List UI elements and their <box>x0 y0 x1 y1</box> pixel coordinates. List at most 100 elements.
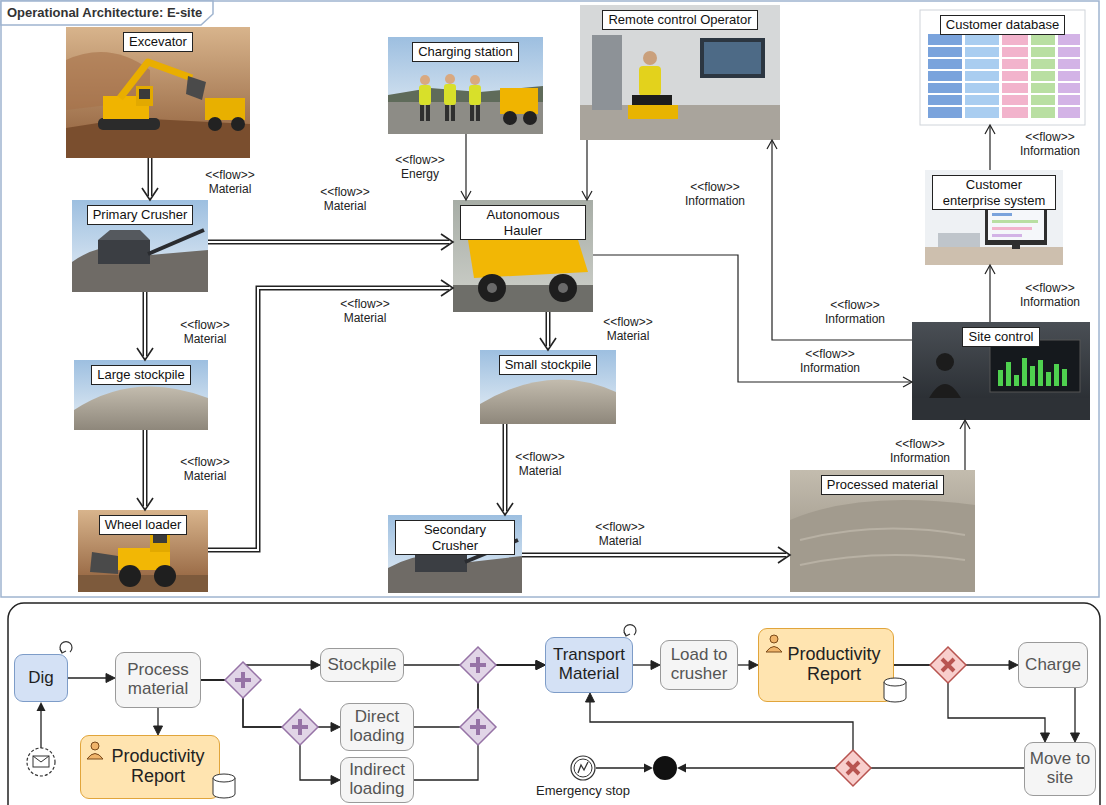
arrow-head <box>441 280 453 296</box>
arrow-head <box>461 191 471 200</box>
loop-marker <box>60 642 72 653</box>
site-control-photo <box>1062 369 1067 386</box>
double-line <box>208 240 449 245</box>
flow-label: <<flow>> Material <box>513 451 566 479</box>
charging-station-photo <box>523 111 537 125</box>
charging-station-photo <box>470 105 474 121</box>
remote-operator-photo <box>643 51 657 65</box>
machine-node: Wheel loader <box>78 510 208 592</box>
node-label: Primary Crusher <box>87 205 194 225</box>
wheel-loader-photo <box>119 565 141 587</box>
charging-node: Charging station <box>388 37 543 134</box>
excavator-photo <box>136 86 153 106</box>
primary-crusher-photo <box>72 200 208 292</box>
flow-connector <box>497 424 513 515</box>
loop-marker <box>60 642 72 652</box>
flow-connector <box>461 134 471 200</box>
remote-operator-photo <box>700 38 765 78</box>
crusher-node: Secondary Crusher <box>388 515 522 593</box>
message-start-event <box>27 748 55 776</box>
flow-label-holder: <<flow>> Information <box>683 181 747 209</box>
stockpile-node: Small stockpile <box>480 350 616 424</box>
report-task: Productivity Report <box>80 735 220 799</box>
connector-line <box>465 134 466 199</box>
enterprise-system-photo <box>992 227 1032 230</box>
charging-station-photo <box>445 105 449 121</box>
loop-marker <box>624 625 636 636</box>
node-label: Move to site <box>1027 750 1093 787</box>
message-start-event <box>40 711 41 748</box>
arrow-head <box>1041 733 1050 742</box>
connector-line <box>1074 688 1075 734</box>
connector-line <box>590 701 1024 768</box>
flow-label-holder: <<flow>> Material <box>513 451 566 479</box>
excavator-photo <box>231 117 245 131</box>
node-label: Productivity Report <box>107 747 209 787</box>
double-line <box>144 292 146 356</box>
hauler-node: Autonomous Hauler <box>453 200 593 312</box>
emergency-event-icon <box>571 756 595 780</box>
process-task: Stockpile <box>320 648 404 682</box>
user-icon <box>91 742 99 750</box>
autonomous-hauler-photo <box>487 283 497 293</box>
connector-line <box>201 680 332 780</box>
flow-label: <<flow>> Material <box>338 298 391 326</box>
remote-operator-photo <box>592 35 622 110</box>
arrow-head <box>311 661 320 670</box>
site-control-photo <box>1022 358 1027 386</box>
arrow-head <box>540 338 556 350</box>
charging-station-photo <box>420 75 430 85</box>
small-stockpile-photo <box>480 350 616 424</box>
sequence-flow <box>201 661 320 681</box>
exclusive-gateway <box>942 659 954 671</box>
excavator-photo <box>208 117 222 131</box>
double-line <box>503 424 508 511</box>
exclusive-gateway <box>835 750 871 786</box>
flow-connector <box>985 265 995 322</box>
excavator-photo <box>205 98 245 120</box>
node-label: Load to crusher <box>664 646 734 683</box>
panel-frame <box>1 1 213 25</box>
connector-line <box>738 664 750 665</box>
charging-station-photo <box>476 105 480 121</box>
process-task: Load to crusher <box>660 640 738 690</box>
sequence-flow <box>586 693 1025 768</box>
arrow-head <box>985 125 995 134</box>
primary-crusher-photo <box>72 200 208 292</box>
arrow-head <box>154 726 163 735</box>
autonomous-hauler-photo <box>558 283 568 293</box>
arrow-head <box>331 723 340 732</box>
charging-station-photo <box>444 84 456 105</box>
processed-material-photo <box>790 470 975 592</box>
material-node: Processed material <box>790 470 975 592</box>
customer-database-picture <box>920 10 1085 125</box>
arrow-head <box>497 503 513 515</box>
wheel-loader-photo <box>90 552 118 574</box>
double-line <box>208 288 449 550</box>
site-control-photo <box>1046 372 1051 386</box>
double-line <box>522 553 786 558</box>
arrow-head <box>651 661 660 670</box>
site-control-photo <box>1006 362 1011 386</box>
node-label: Emergency stop <box>528 783 638 799</box>
process-task: Indirect loading <box>340 757 414 803</box>
flow-label-holder: <<flow>> Material <box>318 186 371 214</box>
primary-crusher-photo <box>148 230 204 254</box>
remote-operator-photo <box>580 5 780 140</box>
site-control-photo <box>1014 375 1019 386</box>
flow-connector <box>137 292 153 360</box>
double-line <box>504 424 506 511</box>
sequence-flow <box>201 680 340 732</box>
arrow-head <box>331 776 340 785</box>
flow-label: <<flow>> Information <box>823 299 887 327</box>
primary-crusher-photo <box>98 240 150 264</box>
flow-connector <box>142 158 158 200</box>
user-icon <box>770 635 778 643</box>
charging-station-photo <box>470 75 480 85</box>
parallel-gateway <box>225 662 261 698</box>
enterprise-system-photo <box>992 213 1012 216</box>
remote-operator-photo <box>632 95 672 105</box>
charging-station-photo <box>426 105 430 121</box>
